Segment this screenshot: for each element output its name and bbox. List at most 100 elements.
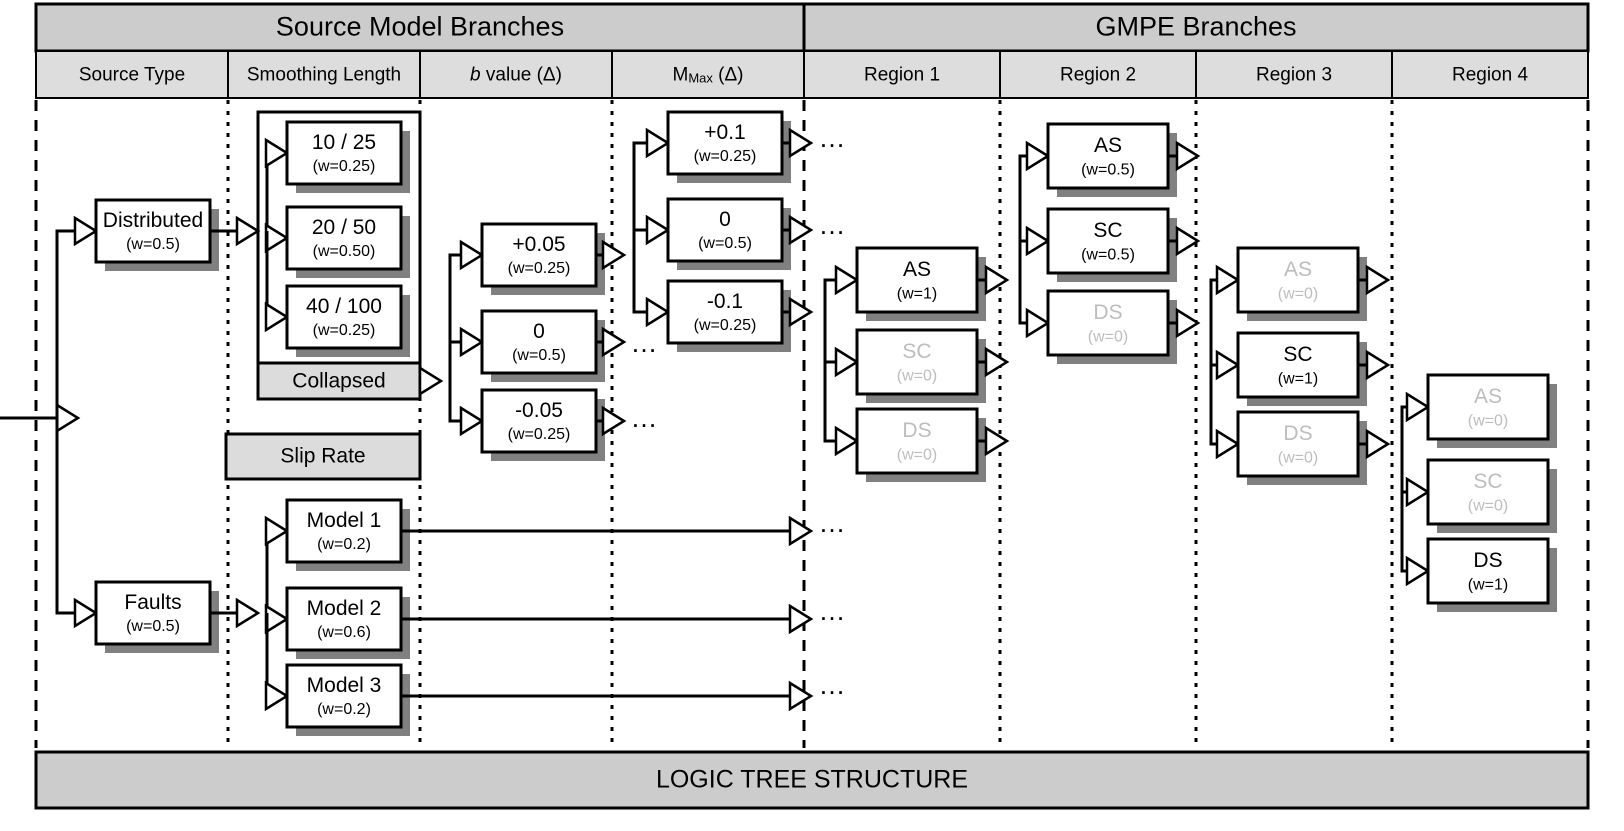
node-m-minus01[interactable]	[666, 279, 784, 345]
node-label-b-plus005: +0.05	[512, 233, 565, 256]
node-label-sm-20-50: 20 / 50	[312, 216, 376, 239]
arrow-fault-model-long-0	[788, 515, 814, 547]
node-weight-m-plus01: (w=0.25)	[694, 148, 757, 165]
node-weight-r3-as: (w=0)	[1278, 285, 1318, 302]
node-label-sm-10-25: 10 / 25	[312, 131, 376, 154]
node-weight-r3-sc: (w=1)	[1278, 370, 1318, 387]
link-r1-2	[823, 312, 836, 443]
link-r2-0	[1018, 154, 1027, 280]
node-label-r2-as: AS	[1094, 134, 1122, 157]
arrow-into-fault-models	[235, 597, 261, 629]
node-weight-r1-sc: (w=0)	[897, 367, 937, 384]
arrow-mmax-1	[645, 214, 671, 246]
node-weight-r1-ds: (w=0)	[897, 446, 937, 463]
node-label-r3-ds: DS	[1283, 422, 1312, 445]
node-r2-sc[interactable]	[1046, 207, 1170, 275]
header-column-label-smoothing-length: Smoothing Length	[247, 65, 401, 86]
arrow-r4-1	[1405, 476, 1431, 508]
node-r3-as[interactable]	[1236, 246, 1360, 314]
footer-bar	[34, 750, 1590, 810]
link-mmax-2	[632, 255, 647, 314]
header-column-region-1	[803, 50, 1001, 99]
link-bvalue-1	[448, 340, 461, 381]
node-r4-as[interactable]	[1426, 373, 1550, 441]
node-label-b-zero: 0	[533, 320, 545, 343]
arrow-r3-0	[1215, 264, 1241, 296]
node-weight-r1-as: (w=1)	[897, 285, 937, 302]
link-r1-0	[823, 278, 836, 312]
arrow-r4-2	[1405, 555, 1431, 587]
arrow-r1-2	[834, 425, 860, 457]
arrow-into-mmax	[601, 239, 627, 271]
node-label-r1-sc: SC	[902, 340, 931, 363]
header-column-label-region-3: Region 3	[1256, 65, 1332, 86]
header-column-mmax	[611, 50, 805, 99]
arrow-mmax-out-0	[788, 127, 814, 159]
arrow-mmax-0	[645, 127, 671, 159]
node-weight-b-minus005: (w=0.25)	[508, 426, 571, 443]
node-sm-20-50[interactable]	[285, 205, 403, 271]
node-weight-r4-sc: (w=0)	[1468, 497, 1508, 514]
node-label-r4-sc: SC	[1473, 470, 1502, 493]
node-label-r2-ds: DS	[1093, 301, 1122, 324]
node-weight-r2-sc: (w=0.5)	[1081, 246, 1135, 263]
collapsed-bar[interactable]	[256, 361, 422, 401]
node-label-r4-as: AS	[1474, 385, 1502, 408]
arrow-mmax-out-1	[788, 214, 814, 246]
link-bvalue-2	[448, 381, 461, 423]
root-arrow	[55, 402, 81, 434]
arrow-bvalue-1	[459, 326, 485, 358]
slip-rate-bar-label: Slip Rate	[280, 445, 365, 468]
arrow-fault-model-0	[264, 515, 290, 547]
link-r2-2	[1018, 280, 1027, 325]
node-label-r2-sc: SC	[1093, 219, 1122, 242]
node-weight-faults: (w=0.5)	[126, 618, 180, 635]
ellipsis-ell-b-minus: …	[631, 403, 660, 433]
header-column-region-4	[1391, 50, 1589, 99]
arrow-fault-model-long-1	[788, 603, 814, 635]
node-sm-40-100[interactable]	[285, 284, 403, 350]
arrow-r1-out-2	[984, 425, 1010, 457]
node-r1-sc[interactable]	[855, 328, 979, 396]
node-weight-model-2: (w=0.6)	[317, 624, 371, 641]
node-weight-r3-ds: (w=0)	[1278, 449, 1318, 466]
slip-rate-bar[interactable]	[224, 432, 422, 481]
node-r2-as[interactable]	[1046, 122, 1170, 190]
node-label-sm-40-100: 40 / 100	[306, 295, 382, 318]
arrow-r1-1	[834, 346, 860, 378]
node-m-zero[interactable]	[666, 197, 784, 263]
node-r2-ds[interactable]	[1046, 289, 1170, 357]
arrow-bvalue-ellipsis-0	[601, 326, 627, 358]
header-group-source-model	[34, 2, 806, 53]
arrow-smoothing-2	[264, 301, 290, 333]
arrow-faults	[73, 597, 99, 629]
link-r2-1	[1018, 239, 1027, 280]
node-distributed[interactable]	[94, 198, 212, 264]
arrow-r2-1	[1025, 225, 1051, 257]
node-sm-10-25[interactable]	[285, 120, 403, 186]
link-bvalue-0	[448, 253, 461, 381]
arrow-fault-model-2	[264, 680, 290, 712]
ellipsis-ell-mmax-2: …	[819, 210, 848, 240]
link-r3-2	[1209, 323, 1217, 446]
node-r3-sc[interactable]	[1236, 331, 1360, 399]
header-column-label-b-value: b value (Δ)	[470, 65, 562, 86]
ellipsis-ell-model-3: …	[819, 670, 848, 700]
arrow-r3-1	[1215, 349, 1241, 381]
node-b-zero[interactable]	[480, 309, 598, 375]
node-b-minus005[interactable]	[480, 388, 598, 454]
node-r4-sc[interactable]	[1426, 458, 1550, 526]
node-weight-sm-20-50: (w=0.50)	[313, 243, 376, 260]
header-group-gmpe	[802, 2, 1590, 53]
arrow-r3-out-0	[1365, 264, 1391, 296]
node-weight-m-minus01: (w=0.25)	[694, 317, 757, 334]
node-r4-ds[interactable]	[1426, 537, 1550, 605]
arrow-r2-0	[1025, 140, 1051, 172]
node-model-3[interactable]	[285, 663, 403, 729]
link-r4-0	[1400, 405, 1407, 444]
node-weight-r4-as: (w=0)	[1468, 412, 1508, 429]
node-label-model-1: Model 1	[307, 509, 382, 532]
ellipsis-ell-mmax-1: …	[819, 123, 848, 153]
arrow-fault-model-1	[264, 603, 290, 635]
